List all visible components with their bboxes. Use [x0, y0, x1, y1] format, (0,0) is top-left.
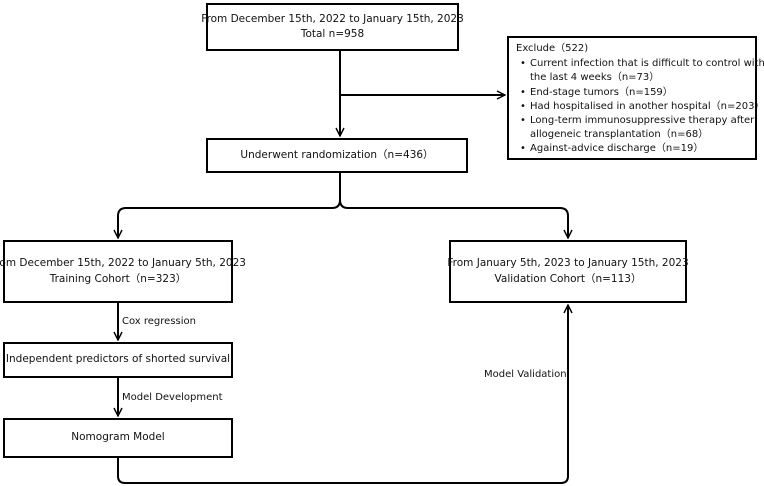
node-independent-predictors: Independent predictors of shorted surviv…	[3, 342, 233, 378]
edge-randomization-split	[118, 173, 341, 238]
exclude-item: End-stage tumors（n=159）	[520, 86, 764, 100]
exclude-item-line1: Had hospitalised in another hospital（n=2…	[530, 100, 764, 112]
edge-label-cox-regression: Cox regression	[122, 316, 196, 327]
exclude-list: Current infection that is difficult to c…	[516, 57, 764, 157]
exclude-item-line1: End-stage tumors（n=159）	[530, 86, 673, 98]
edge-nomogram-to-validation	[117, 305, 568, 484]
exclude-item: Current infection that is difficult to c…	[520, 57, 764, 85]
exclude-item-line2: allogeneic transplantation（n=68）	[530, 129, 709, 141]
node-training-line2: Training Cohort（n=323）	[49, 272, 187, 285]
node-training-cohort: From December 15th, 2022 to January 5th,…	[0, 240, 246, 303]
exclude-item: Against-advice discharge（n=19）	[520, 142, 764, 156]
node-nomogram-label: Nomogram Model	[71, 431, 165, 444]
node-predictors-label: Independent predictors of shorted surviv…	[5, 353, 231, 366]
exclude-item: Had hospitalised in another hospital（n=2…	[520, 100, 764, 114]
edge-label-model-validation: Model Validation	[484, 369, 567, 380]
node-validation-line2: Validation Cohort（n=113）	[494, 272, 642, 285]
node-validation-cohort: From January 5th, 2023 to January 15th, …	[447, 240, 689, 303]
exclude-item: Long-term immunosuppressive therapy afte…	[520, 114, 764, 142]
node-total-line1: From December 15th, 2022 to January 15th…	[201, 12, 464, 25]
edge-randomization-to-validation	[339, 199, 568, 238]
node-validation-line1: From January 5th, 2023 to January 15th, …	[447, 257, 689, 270]
node-total-population: From December 15th, 2022 to January 15th…	[201, 3, 464, 51]
exclude-item-line2: the last 4 weeks（n=73）	[530, 72, 660, 84]
node-randomization-label: Underwent randomization（n=436）	[240, 148, 434, 161]
exclude-item-line1: Long-term immunosuppressive therapy afte…	[530, 114, 755, 126]
exclude-title: Exclude（522)	[516, 43, 589, 54]
node-total-line2: Total n=958	[300, 28, 365, 40]
exclude-item-line1: Current infection that is difficult to c…	[530, 58, 764, 70]
node-exclusions: Exclude（522) Current infection that is d…	[507, 36, 764, 160]
node-training-line1: From December 15th, 2022 to January 5th,…	[0, 257, 246, 270]
exclude-item-line1: Against-advice discharge（n=19）	[530, 143, 704, 155]
edge-label-model-development: Model Development	[122, 392, 223, 403]
node-randomization: Underwent randomization（n=436）	[206, 138, 468, 173]
node-nomogram-model: Nomogram Model	[3, 418, 233, 458]
